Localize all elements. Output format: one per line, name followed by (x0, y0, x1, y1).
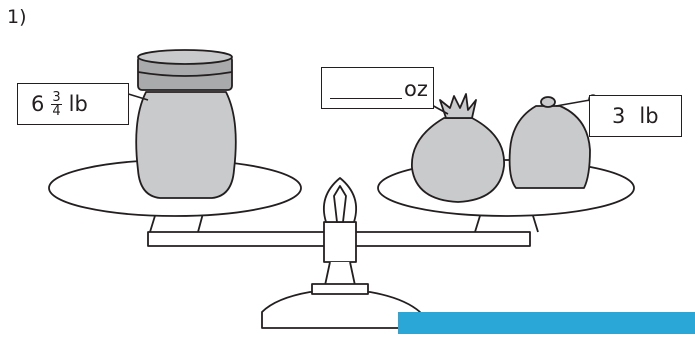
fraction-numerator: 3 (51, 91, 61, 105)
bag-2 (510, 97, 590, 188)
bag-1 (412, 94, 504, 202)
bag-2-weight-tag: 3 lb (589, 95, 682, 137)
bag-1-weight-unit: oz (404, 77, 428, 101)
jar-weight-tag: 6 3 4 lb (17, 83, 129, 125)
fraction-denominator: 4 (52, 105, 60, 118)
jar-weight-fraction: 3 4 (51, 91, 61, 118)
jar-weight-whole: 6 (31, 92, 44, 116)
bag-1-weight-tag: oz (321, 67, 434, 109)
bag-2-weight-unit: lb (639, 104, 658, 128)
answer-blank[interactable] (330, 98, 402, 99)
accent-bar (398, 312, 695, 334)
bag-2-weight-value: 3 (612, 104, 625, 128)
jar-weight-unit: lb (69, 92, 88, 116)
scale-base (262, 292, 420, 328)
question-number: 1) (7, 6, 27, 28)
jar (136, 50, 236, 198)
scale-post (324, 222, 356, 262)
